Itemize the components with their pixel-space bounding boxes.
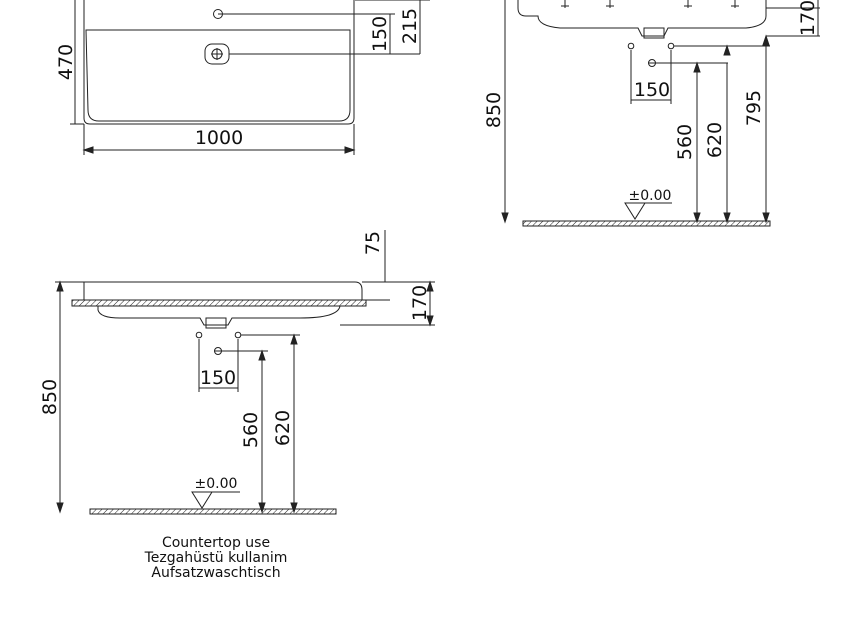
waste-outlet-2	[205, 317, 227, 329]
top-width-label: 1000	[195, 127, 243, 149]
side1-waste-height-label: 560	[674, 124, 696, 160]
top-tap-spacing-label: 150	[369, 16, 391, 52]
basin-rim	[83, 281, 363, 300]
basin-bowl	[85, 29, 351, 122]
top-view	[70, 0, 430, 155]
countertop	[71, 299, 367, 307]
side1-trap-spacing-label: 150	[634, 79, 670, 101]
side2-basin-height-label: 170	[409, 285, 431, 321]
side2-supply-height-label: 620	[272, 410, 294, 446]
caption-line-3: Aufsatzwaschtisch	[151, 565, 281, 581]
side2-floor-level-label: ±0.00	[195, 476, 238, 492]
caption-line-2: Tezgahüstü kullanim	[144, 550, 288, 566]
side2-waste-height-label: 560	[240, 412, 262, 448]
side1-supply-height-label: 620	[704, 122, 726, 158]
top-tap-offset-label: 215	[399, 8, 421, 44]
top-height-label: 470	[55, 44, 77, 80]
side1-install-height-label: 850	[483, 92, 505, 128]
basin-underside	[97, 305, 341, 326]
floor-level-marker-2	[191, 491, 213, 509]
floor-2	[89, 508, 337, 515]
caption-line-1: Countertop use	[161, 535, 271, 551]
side2-install-height-label: 850	[39, 379, 61, 415]
waste-outlet	[643, 27, 665, 39]
basin-outline	[83, 0, 355, 125]
side1-basin-height-label: 170	[797, 0, 819, 36]
side2-trap-spacing-label: 150	[200, 367, 236, 389]
caption: Countertop use Tezgahüstü kullanim Aufsa…	[96, 536, 336, 581]
side-view-2	[55, 230, 435, 514]
side-view-1	[501, 0, 820, 224]
floor-level-marker	[624, 202, 646, 220]
side1-upper-height-label: 795	[743, 90, 765, 126]
side2-rim-depth-label: 75	[362, 231, 384, 255]
basin-profile	[517, 0, 767, 37]
side1-floor-level-label: ±0.00	[629, 188, 672, 204]
floor-1	[522, 220, 771, 227]
